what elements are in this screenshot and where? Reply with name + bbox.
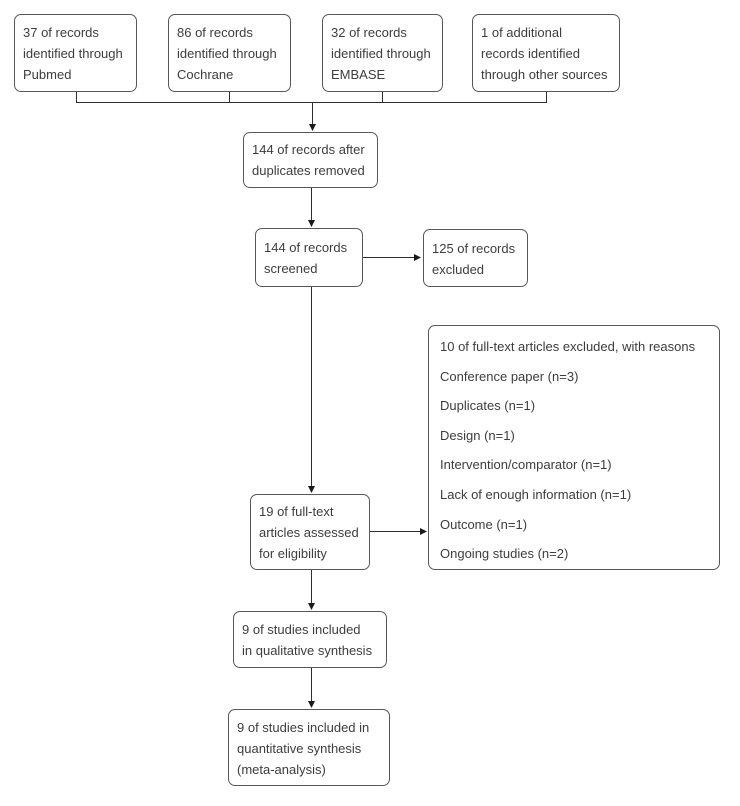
box-line: articles assessed bbox=[259, 525, 359, 540]
box-line: 86 of records bbox=[177, 25, 253, 40]
box-identified-cochrane: 86 of records identified through Cochran… bbox=[168, 14, 291, 92]
reason-line: Conference paper (n=3) bbox=[440, 368, 579, 384]
reason-line: Ongoing studies (n=2) bbox=[440, 546, 569, 562]
box-line: records identified bbox=[481, 46, 580, 61]
box-line: 37 of records bbox=[23, 25, 99, 40]
box-line: 1 of additional bbox=[481, 25, 562, 40]
box-line: 32 of records bbox=[331, 25, 407, 40]
arrowhead-fulltext-assessed bbox=[308, 486, 315, 493]
box-line: quantitative synthesis bbox=[237, 741, 362, 756]
box-line: Pubmed bbox=[23, 67, 72, 82]
reason-line: Lack of enough information (n=1) bbox=[440, 486, 632, 502]
box-line: (meta-analysis) bbox=[237, 762, 326, 777]
reason-line: 10 of full-text articles excluded, with … bbox=[440, 339, 696, 354]
box-line: 144 of records after bbox=[252, 142, 365, 157]
box-line: identified through bbox=[177, 46, 277, 61]
box-fulltext-assessed: 19 of full-text articles assessed for el… bbox=[250, 494, 370, 570]
reason-line: Design (n=1) bbox=[440, 427, 515, 443]
reason-line: Outcome (n=1) bbox=[440, 516, 528, 532]
box-fulltext-excluded-reasons: 10 of full-text articles excluded, with … bbox=[428, 325, 720, 570]
box-line: 9 of studies included bbox=[242, 622, 361, 637]
box-records-excluded: 125 of records excluded bbox=[423, 229, 528, 287]
box-line: EMBASE bbox=[331, 67, 386, 82]
box-line: Cochrane bbox=[177, 67, 234, 82]
box-line: screened bbox=[264, 261, 318, 276]
reason-line: Duplicates (n=1) bbox=[440, 398, 536, 414]
box-line: 125 of records bbox=[432, 241, 516, 256]
arrowhead-excluded bbox=[414, 254, 421, 261]
box-identified-other-sources: 1 of additional records identified throu… bbox=[472, 14, 620, 92]
box-qualitative-synthesis: 9 of studies included in qualitative syn… bbox=[233, 611, 387, 668]
box-line: for eligibility bbox=[259, 546, 327, 561]
arrowhead-qualitative bbox=[308, 603, 315, 610]
box-line: 19 of full-text bbox=[259, 504, 334, 519]
box-line: duplicates removed bbox=[252, 163, 365, 178]
box-line: through other sources bbox=[481, 67, 608, 82]
box-identified-pubmed: 37 of records identified through Pubmed bbox=[14, 14, 137, 92]
box-line: identified through bbox=[23, 46, 123, 61]
box-records-screened: 144 of records screened bbox=[255, 228, 363, 287]
box-after-duplicates-removed: 144 of records after duplicates removed bbox=[243, 132, 378, 188]
box-identified-embase: 32 of records identified through EMBASE bbox=[322, 14, 443, 92]
box-quantitative-synthesis: 9 of studies included in quantitative sy… bbox=[228, 709, 390, 786]
box-line: 9 of studies included in bbox=[237, 720, 370, 735]
arrowhead-fulltext-excluded bbox=[420, 528, 427, 535]
box-line: identified through bbox=[331, 46, 431, 61]
arrowhead-duplicates-removed bbox=[309, 124, 316, 131]
box-line: in qualitative synthesis bbox=[242, 643, 373, 658]
arrowhead-screened bbox=[308, 220, 315, 227]
box-line: 144 of records bbox=[264, 240, 348, 255]
reason-line: Intervention/comparator (n=1) bbox=[440, 457, 612, 473]
box-line: excluded bbox=[432, 262, 485, 277]
arrowhead-quantitative bbox=[308, 701, 315, 708]
